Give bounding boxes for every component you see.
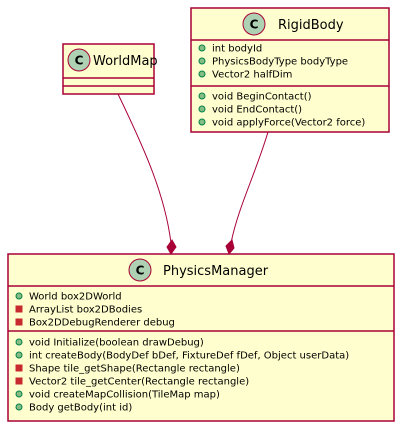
field: int bodyId xyxy=(212,44,262,55)
class-rigidbody[interactable]: C RigidBody int bodyId PhysicsBodyType b… xyxy=(190,7,390,133)
method: void Initialize(boolean drawDebug) xyxy=(29,338,204,349)
public-visibility-icon xyxy=(198,92,206,100)
field: World box2DWorld xyxy=(29,292,122,303)
field: Vector2 halfDim xyxy=(212,70,292,81)
class-physicsmanager[interactable]: C PhysicsManager World box2DWorld ArrayL… xyxy=(7,253,395,422)
class-spot-icon xyxy=(128,258,152,282)
class-spot-glyph: C xyxy=(136,264,145,278)
class-spot-glyph: C xyxy=(250,18,259,32)
relation-rigidbody-physicsmanager xyxy=(225,131,269,255)
public-visibility-icon xyxy=(198,44,206,52)
field: ArrayList box2DBodies xyxy=(29,305,142,316)
class-spot-icon xyxy=(67,48,91,72)
method: void BeginContact() xyxy=(212,92,312,103)
method: Shape tile_getShape(Rectangle rectangle) xyxy=(29,364,240,375)
class-spot-icon xyxy=(242,12,266,36)
private-visibility-icon xyxy=(15,305,23,313)
public-visibility-icon xyxy=(198,118,206,126)
public-visibility-icon xyxy=(15,292,23,300)
public-visibility-icon xyxy=(15,351,23,359)
method: void createMapCollision(TileMap map) xyxy=(29,390,220,401)
method: void applyForce(Vector2 force) xyxy=(212,118,365,129)
field: PhysicsBodyType bodyType xyxy=(212,57,348,68)
public-visibility-icon xyxy=(198,57,206,65)
class-name: RigidBody xyxy=(278,18,344,33)
public-visibility-icon xyxy=(15,403,23,411)
class-spot-glyph: C xyxy=(75,54,84,68)
private-visibility-icon xyxy=(15,318,23,326)
private-visibility-icon xyxy=(15,377,23,385)
relation-worldmap-physicsmanager xyxy=(117,93,177,255)
class-worldmap[interactable]: C WorldMap xyxy=(62,43,158,95)
class-name: PhysicsManager xyxy=(163,264,269,279)
class-name: WorldMap xyxy=(93,54,158,69)
method: Vector2 tile_getCenter(Rectangle rectang… xyxy=(29,377,249,388)
public-visibility-icon xyxy=(198,70,206,78)
field: Box2DDebugRenderer debug xyxy=(29,318,175,329)
method: Body getBody(int id) xyxy=(29,403,132,414)
public-visibility-icon xyxy=(198,105,206,113)
method: int createBody(BodyDef bDef, FixtureDef … xyxy=(29,351,349,362)
public-visibility-icon xyxy=(15,338,23,346)
private-visibility-icon xyxy=(15,364,23,372)
method: void EndContact() xyxy=(212,105,302,116)
public-visibility-icon xyxy=(15,390,23,398)
